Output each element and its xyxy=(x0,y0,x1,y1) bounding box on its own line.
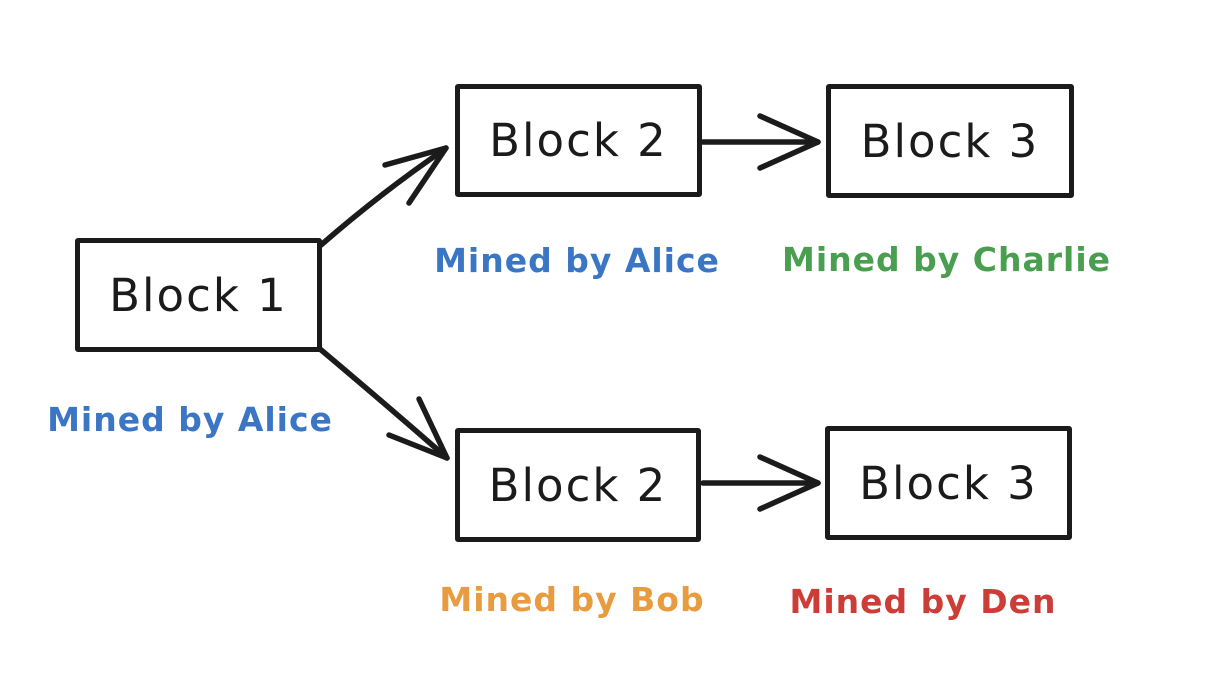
block3-top-box: Block 3 xyxy=(826,84,1074,198)
arrow-block2-top-to-block3-top xyxy=(700,113,821,171)
block2-top-label: Block 2 xyxy=(489,114,668,167)
block2-bottom-box: Block 2 xyxy=(455,428,701,542)
block1-label: Block 1 xyxy=(109,268,288,322)
block1-miner-label: Mined by Alice xyxy=(47,400,333,439)
arrow-block2-bottom-to-block3-bottom xyxy=(700,454,821,512)
arrow-block1-to-block2-top xyxy=(318,145,449,248)
block2-top-miner-label: Mined by Alice xyxy=(434,241,720,280)
block1-box: Block 1 xyxy=(75,238,322,352)
block3-bottom-box: Block 3 xyxy=(825,426,1072,540)
block3-bottom-miner-label: Mined by Den xyxy=(789,582,1057,621)
block2-top-box: Block 2 xyxy=(455,84,702,197)
block3-bottom-label: Block 3 xyxy=(859,456,1038,510)
block3-top-label: Block 3 xyxy=(860,114,1040,168)
block2-bottom-miner-label: Mined by Bob xyxy=(439,580,705,619)
block3-top-miner-label: Mined by Charlie xyxy=(782,240,1112,279)
block2-bottom-label: Block 2 xyxy=(488,458,668,512)
